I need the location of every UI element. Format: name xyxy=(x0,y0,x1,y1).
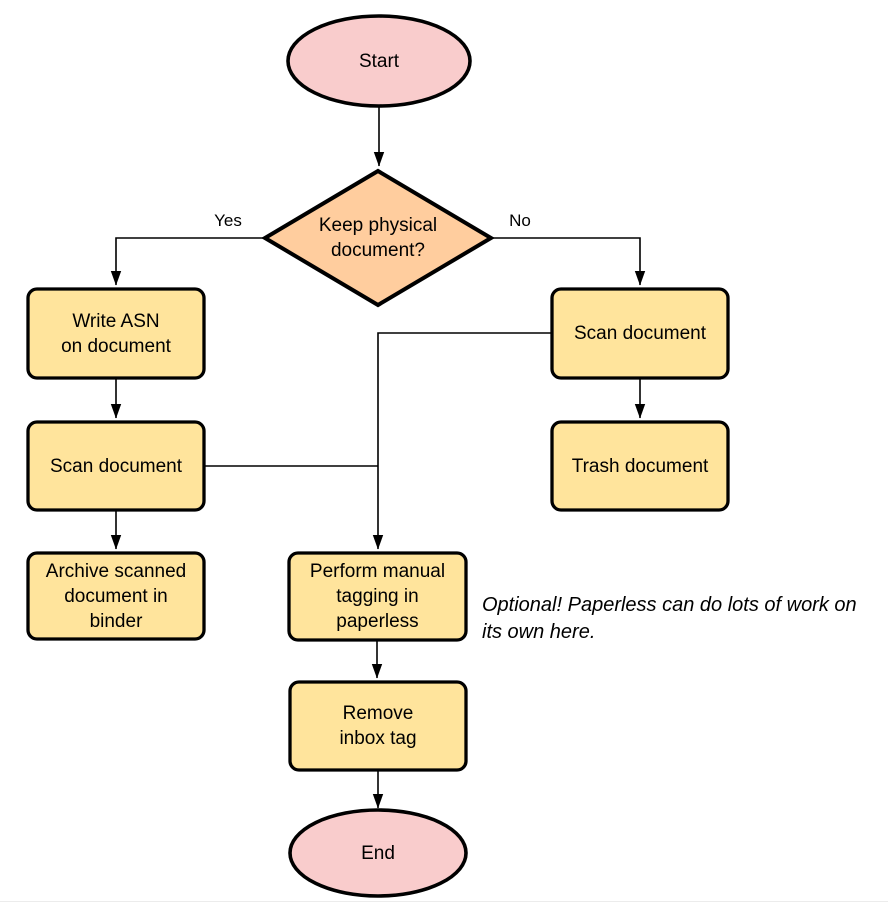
decision-diamond-shape xyxy=(261,168,495,308)
trash-process-shape xyxy=(550,420,730,512)
scan-document-left-process-shape xyxy=(26,420,206,512)
remove-inbox-process-shape xyxy=(288,680,468,772)
perform-tagging-process-shape xyxy=(287,551,468,642)
edge-decision-no-to-scanright xyxy=(492,237,646,286)
page-boundary-line xyxy=(0,901,888,902)
edges-layer xyxy=(110,107,646,809)
edge-scanright-to-tagging xyxy=(372,332,552,550)
start-terminator-shape xyxy=(286,14,472,108)
end-terminator-shape xyxy=(288,808,468,898)
edge-decision-yes-to-writeasn xyxy=(110,237,264,286)
optional-note-text: Optional! Paperless can do lots of work … xyxy=(482,594,857,643)
write-asn-process-shape xyxy=(26,287,206,380)
scan-document-right-process-shape xyxy=(550,287,730,380)
edge-label-yes: Yes xyxy=(214,211,242,230)
archive-process-shape xyxy=(26,551,206,641)
shapes-layer xyxy=(26,14,730,898)
edge-label-no: No xyxy=(509,211,531,230)
